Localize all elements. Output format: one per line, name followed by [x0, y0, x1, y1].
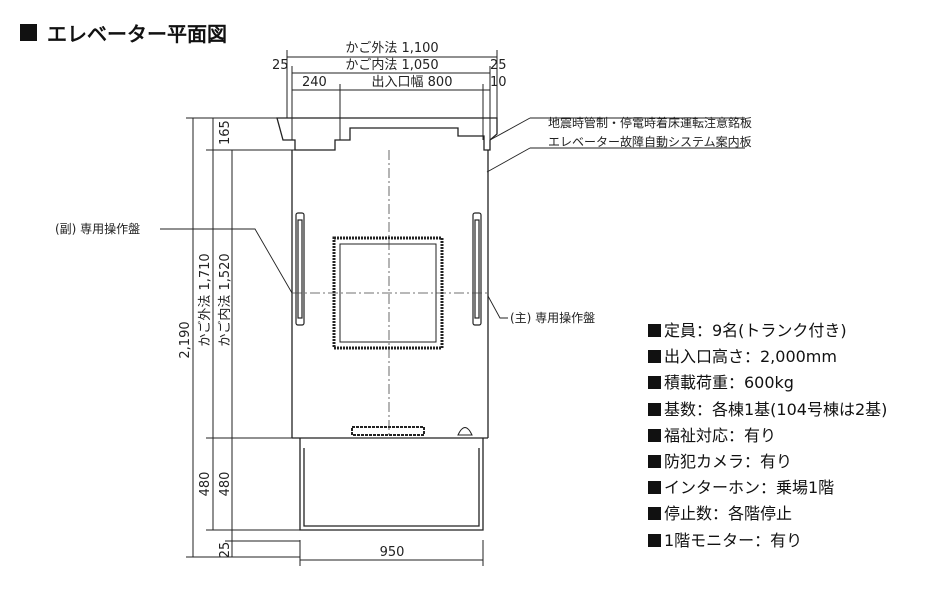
bullet-square-icon — [648, 428, 661, 442]
dim-top-165: 165 — [218, 120, 233, 145]
dim-outer-width: かご外法 1,100 — [345, 40, 438, 56]
bullet-square-icon — [648, 402, 661, 416]
cabin-top-wall — [276, 117, 498, 151]
dim-bottom-950: 950 — [380, 545, 405, 560]
bullet-square-icon — [648, 533, 661, 547]
bullet-square-icon — [648, 455, 661, 469]
dim-lower-480-a: 480 — [198, 472, 213, 497]
dim-inner-depth: かご内法 1,520 — [217, 253, 233, 346]
door-rail — [351, 426, 473, 436]
label-main-panel: (主) 専用操作盤 — [510, 310, 595, 325]
spec-item: 定員：9名(トランク付き) — [648, 318, 887, 344]
bullet-square-icon — [648, 376, 661, 390]
page-title: エレベーター平面図 — [20, 18, 227, 47]
spec-item: 福祉対応：有り — [648, 423, 887, 449]
dim-lower-480-b: 480 — [218, 472, 233, 497]
spec-item: 停止数：各階停止 — [648, 501, 887, 527]
bullet-square-icon — [648, 481, 661, 495]
dim-total-height: 2,190 — [178, 321, 193, 358]
dim-left-25: 25 — [272, 58, 289, 73]
label-plate: 地震時管制・停電時着床運転注意銘板 — [548, 115, 752, 130]
dim-right-25: 25 — [490, 58, 507, 73]
bullet-square-icon — [648, 350, 661, 364]
bullet-square-icon — [648, 507, 661, 521]
bullet-square-icon — [648, 324, 661, 337]
label-sub-panel: (副) 専用操作盤 — [55, 221, 140, 236]
spec-item: 防犯カメラ：有り — [648, 449, 887, 475]
landing-area — [299, 438, 484, 531]
dim-bottom-25: 25 — [218, 542, 233, 559]
spec-item: 積載荷重：600kg — [648, 370, 887, 396]
spec-item: 出入口高さ：2,000mm — [648, 344, 887, 370]
spec-item: 1階モニター：有り — [648, 528, 887, 554]
dim-offset-240: 240 — [302, 75, 327, 90]
title-text: エレベーター平面図 — [47, 22, 227, 46]
label-fault-board: エレベーター故障自動システム案内板 — [548, 134, 752, 149]
spec-list: 定員：9名(トランク付き) 出入口高さ：2,000mm 積載荷重：600kg 基… — [648, 318, 887, 554]
dim-outer-depth: かご外法 1,710 — [197, 253, 213, 346]
dim-inner-width: かご内法 1,050 — [345, 57, 438, 73]
spec-item: インターホン：乗場1階 — [648, 475, 887, 501]
dim-door-width: 出入口幅 800 — [372, 75, 453, 90]
side-panels — [295, 212, 482, 326]
spec-item: 基数：各棟1基(104号棟は2基) — [648, 397, 887, 423]
dim-right-10: 10 — [490, 75, 507, 90]
title-square-icon — [20, 24, 37, 41]
